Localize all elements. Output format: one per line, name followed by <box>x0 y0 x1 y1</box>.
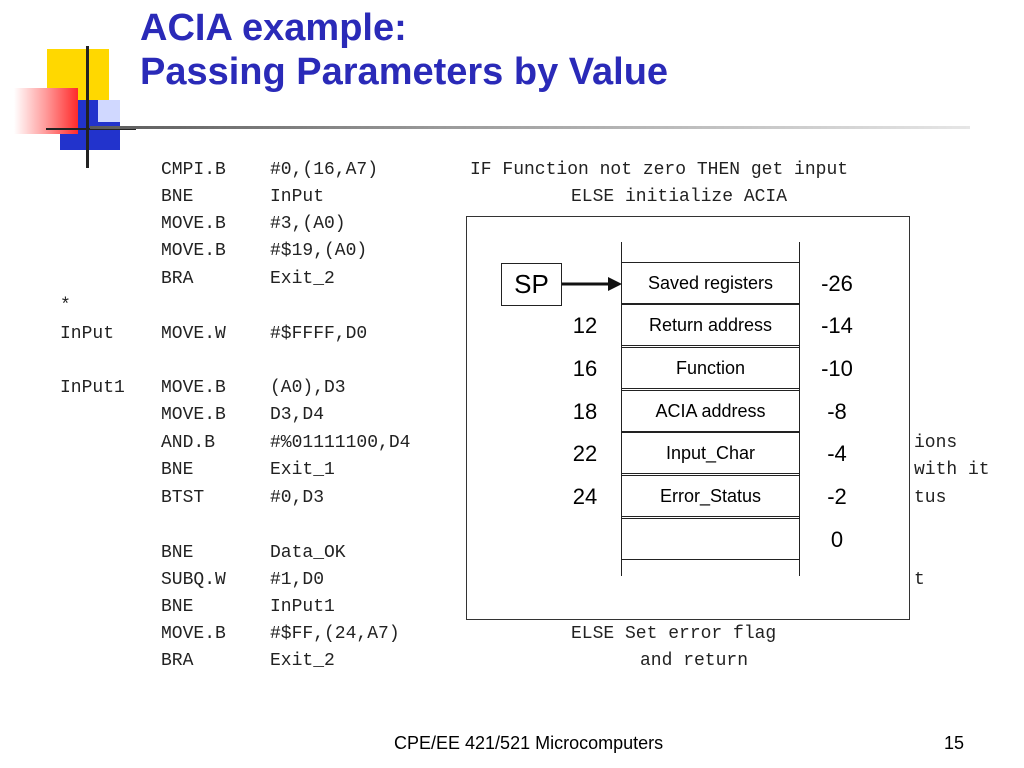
deco-vertical-line <box>86 46 89 168</box>
page-number: 15 <box>944 733 965 753</box>
title-rule <box>90 126 970 129</box>
code-op: MOVE.B <box>161 241 226 261</box>
title-line-1: ACIA example: <box>140 7 407 49</box>
sp-arrow-icon <box>562 277 622 291</box>
code-args: Exit_2 <box>270 651 335 671</box>
code-args: #1,D0 <box>270 570 325 590</box>
deco-horizontal-line <box>46 128 136 130</box>
footer-course: CPE/EE 421/521 Microcomputers <box>394 733 664 753</box>
code-op: BTST <box>161 488 205 508</box>
code-comment: tus <box>914 488 947 508</box>
code-comment: IF Function not zero THEN get input <box>470 160 849 180</box>
code-args: #$19,(A0) <box>270 241 368 261</box>
stack-neg-offset: -26 <box>821 271 853 296</box>
stack-neg-offset: -2 <box>827 484 847 509</box>
code-comment: t <box>914 570 925 590</box>
code-op: BRA <box>161 651 194 671</box>
code-op: SUBQ.W <box>161 570 226 590</box>
code-args: InPut1 <box>270 597 335 617</box>
stack-cell: ACIA address <box>621 390 800 432</box>
code-op: MOVE.B <box>161 405 226 425</box>
code-args: #3,(A0) <box>270 214 346 234</box>
code-args: #0,D3 <box>270 488 325 508</box>
stack-cell: Error_Status <box>621 475 800 517</box>
code-op: BRA <box>161 269 194 289</box>
code-comment: and return <box>640 651 749 671</box>
code-args: Data_OK <box>270 543 346 563</box>
code-args: D3,D4 <box>270 405 325 425</box>
code-op: MOVE.B <box>161 214 226 234</box>
code-op: CMPI.B <box>161 160 226 180</box>
code-op: MOVE.B <box>161 624 226 644</box>
code-op: BNE <box>161 597 194 617</box>
code-args: InPut <box>270 187 325 207</box>
deco-red-square <box>14 88 78 134</box>
stack-offset: 24 <box>572 484 598 509</box>
stack-cell: Return address <box>621 304 800 346</box>
code-label: InPut1 <box>60 378 125 398</box>
code-comment: ELSE Set error flag <box>571 624 777 644</box>
code-op: AND.B <box>161 433 216 453</box>
code-args: (A0),D3 <box>270 378 346 398</box>
stack-cell <box>621 518 800 560</box>
code-op: MOVE.W <box>161 324 226 344</box>
code-op: MOVE.B <box>161 378 226 398</box>
stack-neg-offset: -8 <box>827 399 847 424</box>
code-op: BNE <box>161 187 194 207</box>
stack-offset: 12 <box>572 313 598 338</box>
stack-neg-offset: -4 <box>827 441 847 466</box>
stack-cell: Input_Char <box>621 432 800 474</box>
code-label: InPut <box>60 324 115 344</box>
stack-cell: Saved registers <box>621 262 800 304</box>
sp-box: SP <box>501 263 562 306</box>
stack-offset: 16 <box>572 356 598 381</box>
code-args: #$FF,(24,A7) <box>270 624 400 644</box>
slide-title: ACIA example: Passing Parameters by Valu… <box>140 6 668 94</box>
deco-white-patch <box>98 100 120 122</box>
code-args: Exit_1 <box>270 460 335 480</box>
stack-neg-offset: 0 <box>830 527 844 552</box>
stack-neg-offset: -10 <box>821 356 853 381</box>
code-args: #%01111100,D4 <box>270 433 411 453</box>
stack-neg-offset: -14 <box>821 313 853 338</box>
corner-decoration <box>0 0 140 170</box>
stack-cell: Function <box>621 347 800 389</box>
code-args: #0,(16,A7) <box>270 160 379 180</box>
code-op: BNE <box>161 460 194 480</box>
code-comment: with it <box>914 460 990 480</box>
stack-offset: 22 <box>572 441 598 466</box>
code-label: * <box>60 296 71 316</box>
code-args: Exit_2 <box>270 269 335 289</box>
title-line-2: Passing Parameters by Value <box>140 51 669 93</box>
stack-offset: 18 <box>572 399 598 424</box>
code-args: #$FFFF,D0 <box>270 324 368 344</box>
code-op: BNE <box>161 543 194 563</box>
code-comment: ions <box>914 433 958 453</box>
code-comment: ELSE initialize ACIA <box>571 187 788 207</box>
